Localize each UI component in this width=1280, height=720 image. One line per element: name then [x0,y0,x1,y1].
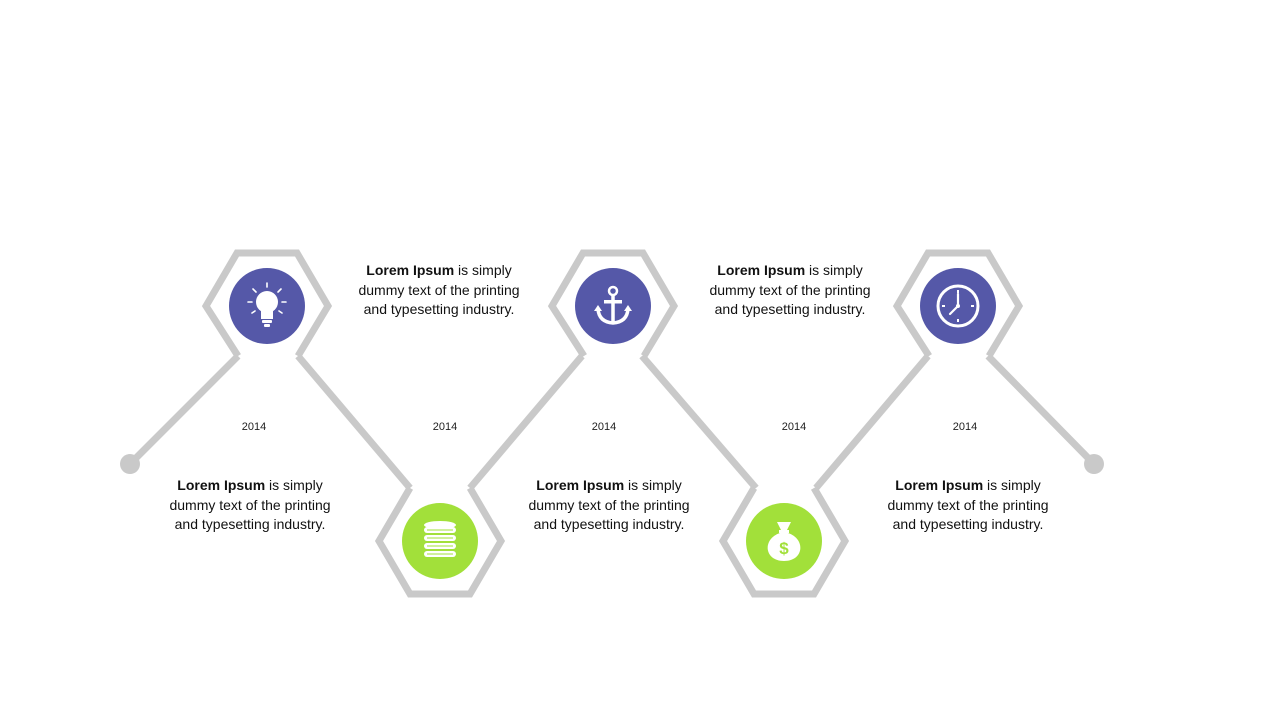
step-3-node [575,268,651,344]
step-5-node [920,268,996,344]
svg-text:$: $ [779,539,789,558]
hexagon-frame [201,249,333,358]
step-4-body: is simply dummy text of the printing and… [709,262,871,317]
clock-icon [936,284,980,328]
icon-nodes: $ [229,268,996,579]
hexagon-frames [201,249,1024,598]
step-3-title: Lorem Ipsum [536,477,625,493]
hexagon-frame [718,486,850,598]
connector-line [295,353,413,491]
step-1-year: 2014 [241,421,267,433]
money-bag-icon: $ [767,522,801,561]
step-2-body: is simply dummy text of the printing and… [358,262,520,317]
connector-lines [120,353,1104,491]
step-2-year: 2014 [432,421,458,433]
connector-line [985,353,1097,467]
step-3-body: is simply dummy text of the printing and… [528,477,690,532]
step-1-title: Lorem Ipsum [177,477,266,493]
step-1-node [229,268,305,344]
step-3-year: 2014 [591,421,617,433]
step-4-title: Lorem Ipsum [717,262,806,278]
step-4-node: $ [746,503,822,579]
connector-line [467,353,585,491]
step-1-body: is simply dummy text of the printing and… [169,477,331,532]
lightbulb-icon [247,282,287,327]
coins-stack-icon [424,521,456,557]
step-2-title: Lorem Ipsum [366,262,455,278]
step-5-title: Lorem Ipsum [895,477,984,493]
step-4-description: Lorem Ipsum is simply dummy text of the … [705,261,875,320]
step-1-description: Lorem Ipsum is simply dummy text of the … [165,476,335,535]
anchor-icon [594,285,632,325]
connector-line [639,353,759,491]
connector-line [813,353,931,491]
step-5-year: 2014 [952,421,978,433]
hexagon-frame [892,249,1024,358]
step-5-description: Lorem Ipsum is simply dummy text of the … [883,476,1053,535]
step-2-node [402,503,478,579]
hexagon-frame [374,486,506,598]
step-3-description: Lorem Ipsum is simply dummy text of the … [524,476,694,535]
step-4-year: 2014 [781,421,807,433]
connector-line [127,353,241,467]
hexagon-frame [547,249,679,358]
step-5-body: is simply dummy text of the printing and… [887,477,1049,532]
step-2-description: Lorem Ipsum is simply dummy text of the … [354,261,524,320]
